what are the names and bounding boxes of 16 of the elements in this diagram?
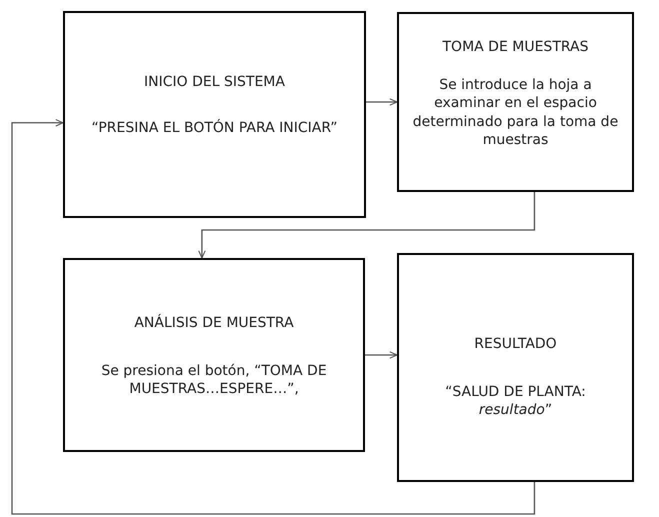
arrow [11, 119, 536, 515]
process-box [397, 12, 634, 192]
box-description: “SALUD DE PLANTA: resultado” [444, 383, 587, 420]
box-description: Se presiona el botón, “TOMA DE MUESTRAS…ESPERE…”, [100, 362, 328, 399]
arrow [365, 351, 398, 359]
process-box [397, 253, 634, 482]
box-description: “PRESINA EL BOTÓN PARA INICIAR” [90, 119, 338, 138]
box-heading: TOMA DE MUESTRAS [442, 38, 590, 56]
arrow [198, 192, 536, 259]
box-description: Se introduce la hoja a examinar en el espacio determinado para la toma de muestras [412, 76, 620, 149]
box-heading: INICIO DEL SISTEMA [143, 73, 286, 92]
box-heading: RESULTADO [473, 335, 558, 354]
process-box [63, 258, 365, 452]
process-box [63, 11, 366, 218]
arrow [366, 98, 398, 106]
box-heading: ANÁLISIS DE MUESTRA [133, 314, 295, 332]
